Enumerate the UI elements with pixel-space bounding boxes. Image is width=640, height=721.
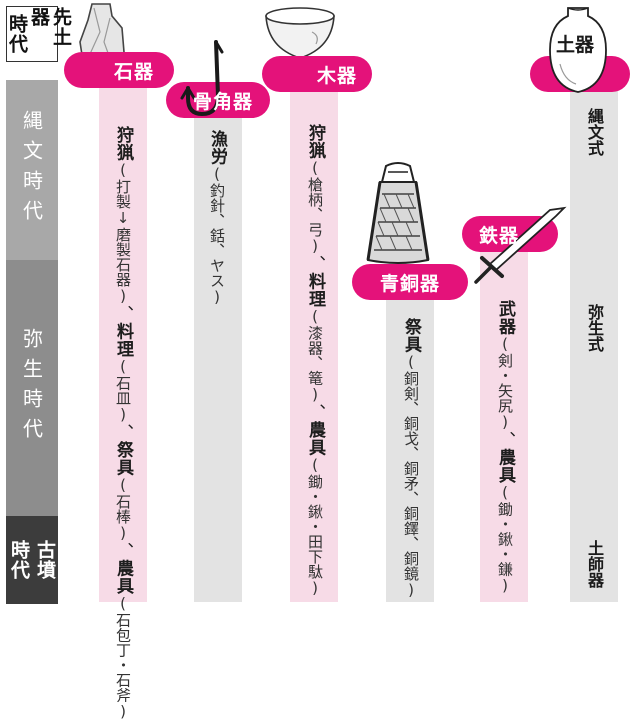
bone-tools-pill: 骨角器 [166, 82, 270, 118]
bone-tools-text: 漁労(釣針、銛、ヤス) [204, 130, 230, 306]
bronze-detail-ritual: (銅剣、銅戈、銅矛、銅鐸、銅鏡) [402, 353, 420, 599]
bronze-activity-ritual: 祭具 [401, 318, 421, 353]
pottery-style-haji: 土師器 [585, 540, 604, 588]
era-paleolithic-line2: 時代 [6, 14, 28, 54]
era-paleolithic-line1: 先土器 [28, 7, 72, 47]
bronze-tools-pill: 青銅器 [352, 264, 468, 300]
pottery-style-yayoi: 弥生式 [585, 304, 604, 352]
bone-tools-label: 骨角器 [192, 90, 253, 113]
wood-detail-cooking: (漆器、篭) [306, 307, 324, 404]
stone-detail-ritual: (石棒) [114, 476, 132, 542]
stone-detail-cooking: (石皿) [114, 357, 132, 424]
wooden-tools-bar [290, 70, 338, 602]
iron-tools-label: 鉄器 [478, 224, 519, 247]
iron-activity-weapons: 武器 [495, 300, 515, 335]
bronze-bell-illustration [366, 162, 430, 264]
bone-detail-fishing: (釣針、銛、ヤス) [208, 165, 226, 306]
stone-detail-hunting: (打製↓磨製石器) [114, 161, 132, 305]
stone-activity-farming: 農具 [113, 559, 133, 595]
iron-detail-farming: (鋤・鍬・鎌) [496, 483, 514, 595]
pottery-bar [570, 70, 618, 602]
stone-activity-ritual: 祭具 [113, 441, 133, 476]
era-kofun: 時代 古墳 [6, 516, 58, 604]
era-yayoi-label: 弥生時代 [19, 328, 44, 448]
iron-tools-bar [480, 246, 528, 602]
stone-activity-cooking: 料理 [113, 322, 133, 358]
wood-activity-farming: 農具 [305, 421, 325, 456]
era-axis: 時代 先土器 縄文時代 弥生時代 時代 古墳 [0, 0, 72, 610]
era-jomon: 縄文時代 [6, 80, 58, 260]
wood-activity-cooking: 料理 [305, 272, 325, 308]
era-arrow [6, 62, 58, 80]
era-jomon-label: 縄文時代 [19, 110, 44, 230]
wooden-tools-label: 木器 [316, 64, 357, 87]
iron-tools-text: 武器(剣・矢尻)、農具(鋤・鍬・鎌) [495, 300, 515, 595]
stone-tools-bar [99, 70, 147, 602]
wooden-bowl-illustration [265, 7, 335, 59]
fishhook-illustration [180, 40, 224, 117]
wood-activity-hunting: 狩猟 [305, 124, 325, 159]
pottery-jar-illustration [549, 7, 607, 93]
pottery-label: 土器 [556, 34, 595, 56]
era-kofun-line2: 時代 [8, 540, 30, 580]
iron-activity-farming: 農具 [495, 448, 515, 484]
pottery-style-jomon: 縄文式 [585, 108, 604, 156]
stone-activity-hunting: 狩猟 [113, 126, 133, 161]
wooden-tools-text: 狩猟(槍柄、弓)、料理(漆器、篭)、農具(鋤・鍬・田下駄) [305, 124, 325, 597]
bronze-tools-label: 青銅器 [379, 272, 440, 295]
stone-tools-pill: 石器 [64, 52, 174, 88]
bronze-tools-text: 祭具(銅剣、銅戈、銅矛、銅鐸、銅鏡) [398, 318, 424, 599]
bone-activity-fishing: 漁労 [207, 130, 227, 165]
stone-detail-farming: (石包丁・石斧) [114, 594, 132, 721]
era-paleolithic: 時代 先土器 [6, 6, 72, 62]
bone-tools-bar [194, 118, 242, 602]
era-yayoi: 弥生時代 [6, 260, 58, 516]
stone-tools-label: 石器 [113, 60, 154, 83]
iron-sword-illustration [474, 206, 567, 284]
iron-detail-weapons: (剣・矢尻) [496, 335, 514, 431]
bronze-tools-bar [386, 282, 434, 602]
stone-tools-text: 狩猟(打製↓磨製石器)、料理(石皿)、祭具(石棒)、農具(石包丁・石斧) [113, 126, 133, 721]
wooden-tools-pill: 木器 [262, 56, 372, 92]
era-kofun-line1: 古墳 [34, 540, 56, 580]
wood-detail-hunting: (槍柄、弓) [306, 159, 324, 255]
wood-detail-farming: (鋤・鍬・田下駄) [306, 456, 324, 597]
